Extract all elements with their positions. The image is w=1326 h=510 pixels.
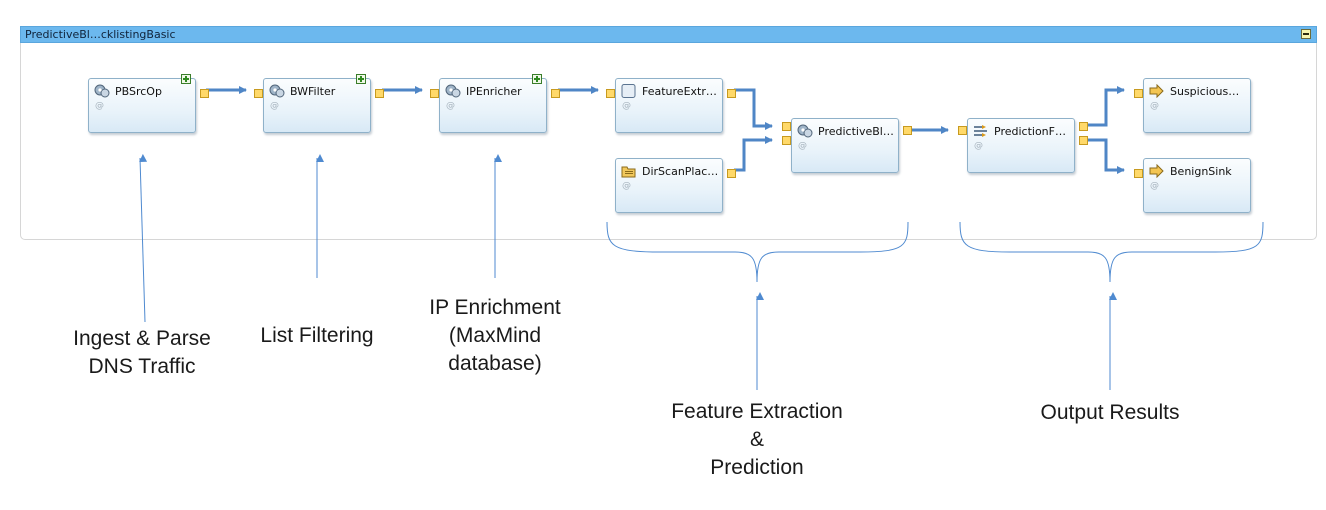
stream-predictionf-benignsink	[1086, 138, 1125, 174]
operator-node-pbsrcop[interactable]: PBSrcOp @	[88, 74, 209, 133]
brace-feature	[606, 221, 909, 283]
brace-output	[959, 221, 1264, 283]
operator-node-benignsink[interactable]: BenignSink @	[1134, 158, 1251, 213]
input-port[interactable]	[254, 89, 263, 98]
node-annotation-marker: @	[622, 181, 631, 191]
operator-node-suspicious[interactable]: Suspicious… @	[1134, 78, 1251, 133]
composite-title-bar: PredictiveBl…cklistingBasic	[20, 26, 1317, 43]
node-annotation-marker: @	[622, 101, 631, 111]
output-port[interactable]	[1079, 136, 1088, 145]
output-port[interactable]	[551, 89, 560, 98]
collapse-icon[interactable]	[1301, 29, 1311, 39]
annotation-output: Output Results	[1020, 399, 1200, 427]
input-port[interactable]	[958, 126, 967, 135]
folder-source-icon	[621, 163, 637, 178]
node-label: DirScanPlac…	[642, 165, 719, 178]
node-annotation-marker: @	[1150, 181, 1159, 191]
output-port[interactable]	[375, 89, 384, 98]
node-label: FeatureExtr…	[642, 85, 717, 98]
pointer-ingest	[139, 153, 148, 323]
input-port[interactable]	[782, 122, 791, 131]
operator-node-bwfilter[interactable]: BWFilter @	[254, 74, 384, 133]
annotation-line: Ingest & Parse	[73, 327, 211, 350]
annotation-line: &	[749, 428, 764, 451]
node-label: PredictionF…	[994, 125, 1066, 138]
annotation-filtering: List Filtering	[232, 322, 402, 350]
sink-arrow-icon	[1149, 83, 1165, 99]
operator-node-predictionf[interactable]: PredictionF… @	[958, 118, 1088, 173]
input-port[interactable]	[606, 89, 615, 98]
annotation-line: (MaxMind	[448, 324, 542, 347]
annotation-feature: Feature Extraction & Prediction	[652, 398, 862, 482]
stream-dirscanplac-predictivebl	[734, 136, 773, 172]
annotation-line: IP Enrichment	[429, 296, 561, 319]
node-annotation-marker: @	[974, 141, 983, 151]
node-label: BenignSink	[1170, 165, 1232, 178]
operator-node-ipenricher[interactable]: IPEnricher @	[430, 74, 560, 133]
annotation-line: Output Results	[1040, 401, 1180, 424]
output-port[interactable]	[727, 169, 736, 178]
node-label: Suspicious…	[1170, 85, 1240, 98]
annotation-line: DNS Traffic	[88, 355, 196, 378]
node-label: IPEnricher	[466, 85, 522, 98]
node-annotation-marker: @	[1150, 101, 1159, 111]
blank-operator-icon	[621, 83, 637, 98]
composite-title: PredictiveBl…cklistingBasic	[25, 28, 176, 41]
node-label: PBSrcOp	[115, 85, 162, 98]
expand-composite-icon[interactable]	[356, 74, 366, 84]
operator-node-predictivebl[interactable]: PredictiveBl… @	[782, 118, 912, 173]
annotation-line: List Filtering	[260, 324, 374, 347]
input-port[interactable]	[782, 136, 791, 145]
sink-arrow-icon	[1149, 163, 1165, 179]
split-operator-icon	[973, 123, 989, 137]
node-annotation-marker: @	[270, 101, 279, 111]
annotation-enrichment: IP Enrichment (MaxMind database)	[405, 294, 585, 378]
annotation-ingest: Ingest & Parse DNS Traffic	[52, 325, 232, 381]
annotation-line: Prediction	[710, 456, 804, 479]
output-port[interactable]	[200, 89, 209, 98]
expand-composite-icon[interactable]	[181, 74, 191, 84]
stream-predictionf-suspicious	[1086, 86, 1125, 127]
input-port[interactable]	[1134, 89, 1143, 98]
node-annotation-marker: @	[446, 101, 455, 111]
node-label: BWFilter	[290, 85, 336, 98]
output-port[interactable]	[903, 126, 912, 135]
stream-featureextr-predictivebl	[734, 88, 773, 130]
output-port[interactable]	[727, 89, 736, 98]
expand-composite-icon[interactable]	[532, 74, 542, 84]
operator-gears-icon	[797, 123, 813, 138]
operator-gears-icon	[94, 83, 110, 98]
node-annotation-marker: @	[95, 101, 104, 111]
operator-node-featureextr[interactable]: FeatureExtr… @	[606, 78, 736, 133]
input-port[interactable]	[430, 89, 439, 98]
operator-gears-icon	[445, 83, 461, 98]
node-annotation-marker: @	[798, 141, 807, 151]
input-port[interactable]	[1134, 169, 1143, 178]
operator-node-dirscanplac[interactable]: DirScanPlac… @	[615, 158, 736, 213]
annotation-line: database)	[448, 352, 542, 375]
node-label: PredictiveBl…	[818, 125, 894, 138]
annotation-line: Feature Extraction	[671, 400, 843, 423]
output-port[interactable]	[1079, 122, 1088, 131]
operator-gears-icon	[269, 83, 285, 98]
